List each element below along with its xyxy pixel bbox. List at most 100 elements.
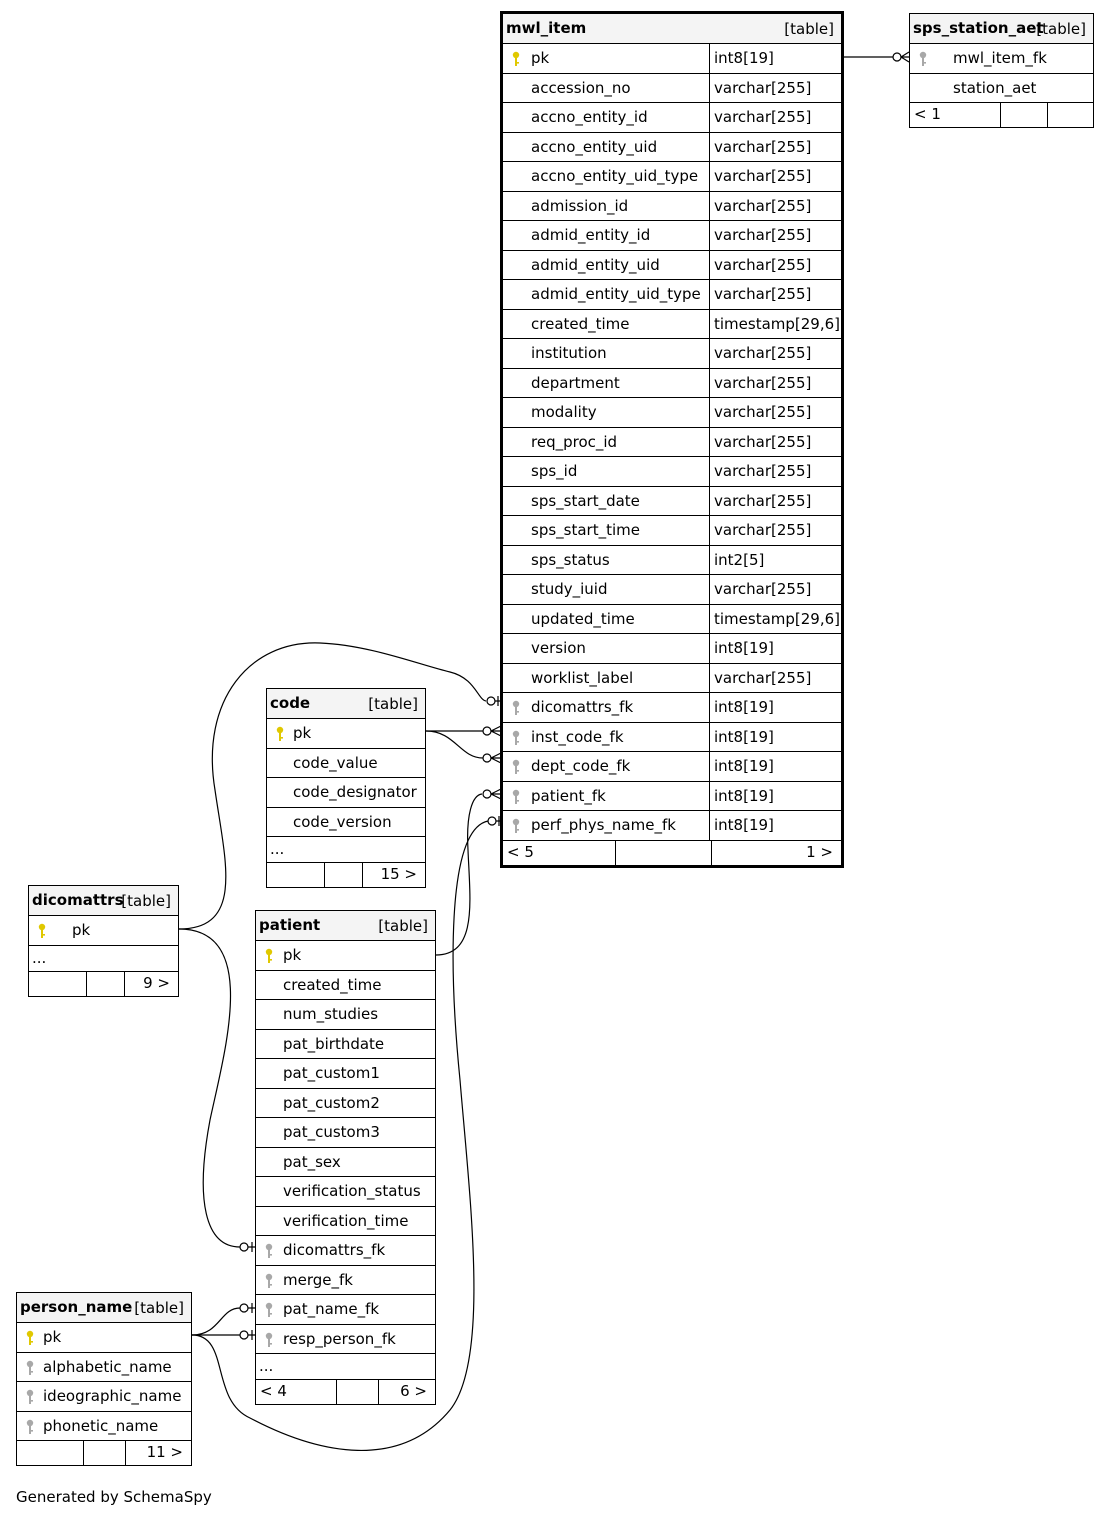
column-row[interactable]: pat_sex xyxy=(256,1148,435,1177)
edge-person-name-resp-person xyxy=(192,1330,256,1340)
column-row[interactable]: mwl_item_fk xyxy=(910,44,1093,74)
footer-cell[interactable] xyxy=(17,1441,83,1465)
footer-cell[interactable] xyxy=(29,972,86,996)
foreign-key-icon xyxy=(511,818,521,834)
column-name: pat_custom2 xyxy=(283,1093,380,1112)
table-name: sps_station_aet xyxy=(913,19,1044,37)
column-row[interactable]: num_studies xyxy=(256,1000,435,1030)
column-type: varchar[255] xyxy=(714,432,812,451)
column-row[interactable]: pat_custom2 xyxy=(256,1089,435,1118)
footer-cell[interactable]: 9 > xyxy=(124,971,178,996)
table-type-tag: [table] xyxy=(378,917,428,935)
footer-cell[interactable]: < 4 xyxy=(260,1382,287,1400)
footer-cell[interactable]: 6 > xyxy=(378,1380,435,1404)
primary-key-icon xyxy=(275,726,285,742)
column-row[interactable]: pat_custom3 xyxy=(256,1118,435,1148)
column-row[interactable]: code_designator xyxy=(267,778,425,808)
footer-cell[interactable] xyxy=(336,1380,378,1404)
column-row[interactable]: pat_birthdate xyxy=(256,1030,435,1059)
footer-cell[interactable] xyxy=(1047,103,1093,127)
edge-dicomattrs-patient xyxy=(178,928,256,1252)
column-row[interactable]: resp_person_fk xyxy=(256,1325,435,1354)
generated-by-note: Generated by SchemaSpy xyxy=(16,1488,212,1506)
footer-cell[interactable] xyxy=(324,863,362,887)
table-type-tag: [table] xyxy=(1036,20,1086,38)
footer-cell[interactable] xyxy=(86,971,124,996)
column-row[interactable]: code_version xyxy=(267,808,425,837)
footer-cell[interactable]: < 5 xyxy=(507,842,534,861)
footer-cell[interactable]: 11 > xyxy=(125,1441,191,1465)
footer-cell[interactable]: 15 > xyxy=(362,863,425,887)
edge-code-dept-code xyxy=(425,730,502,764)
more-columns-ellipsis: ... xyxy=(256,1354,435,1380)
footer-cell[interactable] xyxy=(83,1441,125,1465)
footer-cell[interactable] xyxy=(1000,103,1047,127)
table-type-tag: [table] xyxy=(121,892,171,910)
column-name: sps_start_date xyxy=(531,491,640,510)
column-row[interactable]: verification_status xyxy=(256,1177,435,1207)
column-row[interactable]: sps_start_date varchar[255] xyxy=(503,486,841,516)
column-row[interactable]: pk xyxy=(267,719,425,749)
footer-cell[interactable] xyxy=(615,840,711,865)
more-columns-ellipsis: ... xyxy=(267,837,425,863)
column-row[interactable]: created_time xyxy=(256,971,435,1000)
column-row[interactable]: ideographic_name xyxy=(17,1382,191,1412)
column-row[interactable]: pat_custom1 xyxy=(256,1059,435,1089)
column-name: num_studies xyxy=(283,1005,379,1023)
column-row[interactable]: pat_name_fk xyxy=(256,1295,435,1325)
table-header: code[table] xyxy=(267,689,425,719)
column-row[interactable]: dicomattrs_fk xyxy=(256,1236,435,1266)
column-name: admission_id xyxy=(531,196,629,215)
column-row[interactable]: station_aet xyxy=(910,74,1093,103)
column-row[interactable]: code_value xyxy=(267,749,425,778)
column-row[interactable]: pk xyxy=(17,1323,191,1353)
column-name: resp_person_fk xyxy=(283,1329,396,1348)
column-type: varchar[255] xyxy=(714,491,812,510)
table-dicomattrs[interactable]: dicomattrs[table]pk...9 > xyxy=(28,885,179,997)
column-row[interactable]: pk xyxy=(29,916,178,946)
column-row[interactable]: alphabetic_name xyxy=(17,1353,191,1382)
footer-cell[interactable] xyxy=(267,863,324,887)
column-row[interactable]: merge_fk xyxy=(256,1266,435,1295)
column-name: mwl_item_fk xyxy=(953,49,1047,67)
primary-key-icon xyxy=(37,923,47,939)
footer-cell[interactable]: 1 > xyxy=(711,840,841,865)
column-row[interactable]: verification_time xyxy=(256,1207,435,1236)
column-row[interactable]: pk xyxy=(256,941,435,971)
column-row[interactable]: phonetic_name xyxy=(17,1412,191,1441)
column-name: accno_entity_uid_type xyxy=(531,167,699,185)
footer-cell[interactable]: < 1 xyxy=(914,105,941,123)
